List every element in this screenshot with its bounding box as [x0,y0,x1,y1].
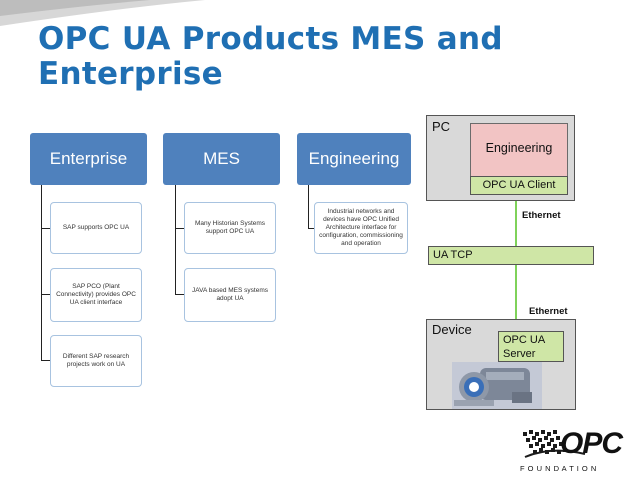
device-image [452,362,542,409]
connector [308,228,317,229]
mes-tree-line [175,185,176,295]
note-industrial-networks: Industrial networks and devices have OPC… [314,202,408,254]
connector [41,228,50,229]
engineering-header: Engineering [297,133,411,185]
logo-mark [523,430,586,458]
mes-header: MES [163,133,280,185]
connector [41,294,50,295]
ethernet-label-top: Ethernet [522,210,561,221]
ethernet-label-bottom: Ethernet [529,306,568,317]
note-historian: Many Historian Systems support OPC UA [184,202,276,254]
pc-label: PC [432,119,451,134]
engineering-tree-line [308,185,309,229]
device-label: Device [432,322,472,337]
ua-tcp-box: UA TCP [428,246,594,265]
enterprise-header: Enterprise [30,133,147,185]
ethernet-line-bottom [515,265,517,319]
ethernet-line-top [515,201,517,246]
engineering-label: Engineering [485,141,553,155]
logo-text: OPC [560,427,623,460]
slide-title: OPC UA Products MES and Enterprise [38,21,503,92]
logo-subtext: F O U N D A T I O N [520,464,597,473]
note-sap-supports: SAP supports OPC UA [50,202,142,254]
note-java-mes: JAVA based MES systems adopt UA [184,268,276,322]
note-sap-pco: SAP PCO (Plant Connectivity) provides OP… [50,268,142,322]
header-swoosh [0,0,205,26]
note-sap-research: Different SAP research projects work on … [50,335,142,387]
opc-ua-client-box: OPC UA Client [470,176,568,195]
enterprise-tree-line [41,185,42,360]
connector [175,228,184,229]
opc-ua-server-box: OPC UA Server [498,331,564,362]
connector [175,294,184,295]
connector [41,360,50,361]
